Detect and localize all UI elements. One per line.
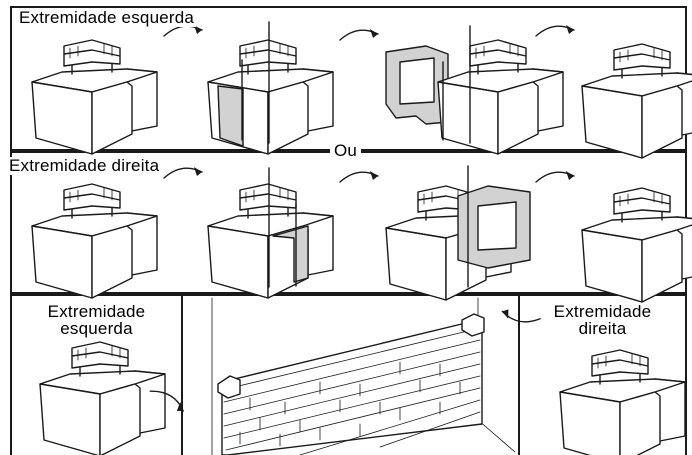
block-icon-4 <box>437 39 564 155</box>
left-end-label: Extremidade esquerda <box>17 8 197 27</box>
block-icon-7 <box>207 183 334 299</box>
bottom-left-label-line2: esquerda <box>60 319 133 338</box>
bottom-left-label-line1: Extremidade <box>47 302 146 321</box>
arrow-icon-5 <box>339 170 379 183</box>
or-label: Ou <box>330 142 362 160</box>
wall-illustration <box>211 297 516 455</box>
block-icon-1 <box>31 39 158 155</box>
block-icon-9 <box>457 185 531 269</box>
block-icon-12 <box>559 349 686 455</box>
block-icon-5 <box>581 43 692 159</box>
block-icon-3 <box>385 45 449 125</box>
arrow-icon-2 <box>339 28 379 41</box>
arrow-icon-4 <box>163 166 203 179</box>
bottom-right-label-line1: Extremidade <box>553 302 652 321</box>
block-icon-2 <box>207 39 334 155</box>
block-icon-10 <box>581 187 692 303</box>
right-end-label: Extremidade direita <box>7 156 162 175</box>
block-icon-11 <box>39 341 166 455</box>
block-icon-6 <box>31 183 158 299</box>
arrow-icon-6 <box>535 170 575 183</box>
bottom-right-label-line2: direita <box>578 319 627 338</box>
arrow-icon-3 <box>535 24 575 37</box>
